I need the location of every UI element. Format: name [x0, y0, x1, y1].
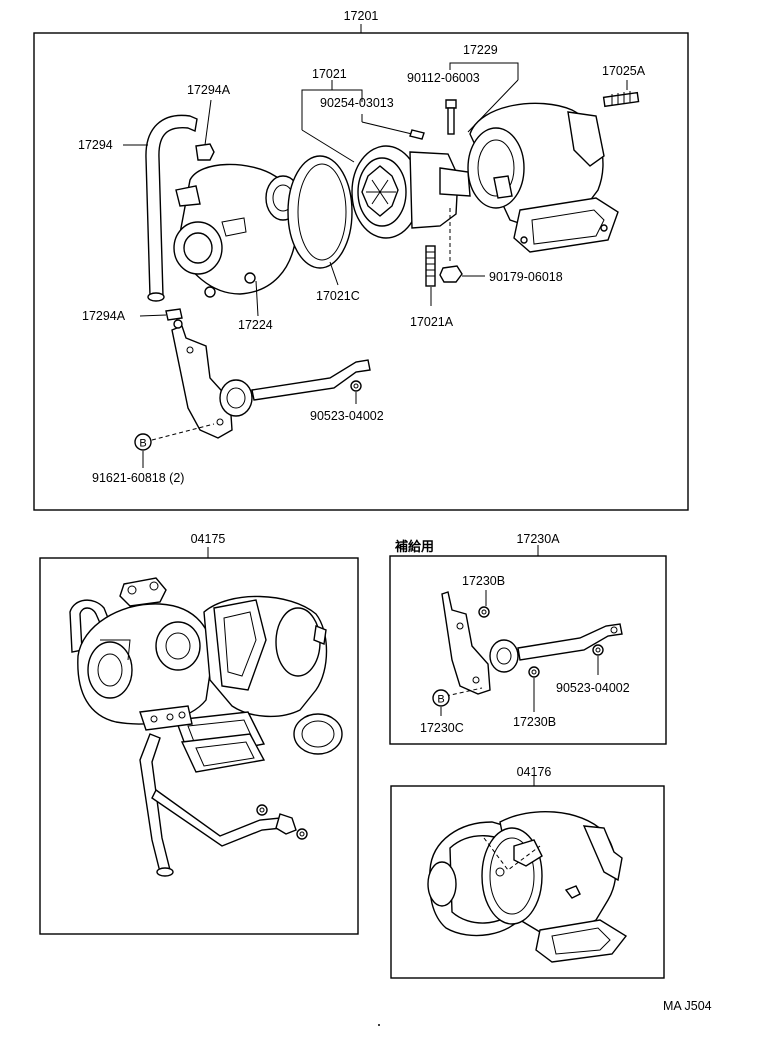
- housing-box-number: 04176: [517, 765, 552, 779]
- turbine-housing-drawing: [427, 811, 628, 963]
- label-stud: 17021A: [410, 315, 454, 329]
- pipe-clip-upper: 17294A: [187, 83, 231, 161]
- assembly-number: 17201: [344, 9, 379, 23]
- label-turbo-pipe: 17294: [78, 138, 113, 152]
- box-bolt-marker-letter: B: [437, 694, 444, 706]
- label-cartridge-pin: 90254-03013: [320, 96, 394, 110]
- stud-bolt: 17025A: [602, 64, 646, 108]
- dot-mark: [378, 1024, 380, 1026]
- actuator-box: 17230A 補給用: [389, 532, 667, 745]
- stud: 17021A: [410, 245, 454, 329]
- label-gasket: 17021C: [316, 289, 360, 303]
- cartridge: 17021 90254-03013: [301, 67, 471, 239]
- label-cartridge: 17021: [312, 67, 347, 81]
- gasket-ring: 17021C: [287, 155, 360, 303]
- label-stud-bolt: 17025A: [602, 64, 646, 78]
- label-washer-lower: 17230B: [513, 715, 556, 729]
- label-washer: 17230B: [462, 574, 505, 588]
- main-assembly-box: 17201: [33, 9, 689, 511]
- housing-box: 04176: [390, 765, 665, 979]
- bolt-marker-letter: B: [139, 438, 146, 450]
- label-actuator-clip: 90523-04002: [310, 409, 384, 423]
- label-box-clip: 90523-04002: [556, 681, 630, 695]
- turbo-pipe: 17294: [78, 114, 198, 302]
- actuator-clip: 90523-04002: [310, 380, 384, 423]
- label-pipe-clip-upper: 17294A: [187, 83, 231, 97]
- label-nut: 90179-06018: [489, 270, 563, 284]
- wastegate-actuator: [151, 319, 371, 441]
- label-compressor-housing: 17224: [238, 318, 273, 332]
- assembly-box: 04175: [39, 532, 359, 935]
- label-actuator-bolt: 91621-60818 (2): [92, 471, 184, 485]
- bolt-marker-main: B 91621-60818 (2): [92, 433, 184, 485]
- turbine-housing-group: 17229 90112-06003: [407, 43, 619, 253]
- footer-code: MA J504: [663, 999, 712, 1013]
- actuator-box-number: 17230A: [516, 532, 560, 546]
- assembly-box-number: 04175: [191, 532, 226, 546]
- pipe-clip-lower: 17294A: [82, 308, 183, 323]
- compressor-housing: 17224: [173, 163, 301, 332]
- actuator-drawing: 17230B 90523-04002 17230B B 17230C: [420, 574, 630, 735]
- label-turbine-housing-group: 17229: [463, 43, 498, 57]
- label-pipe-clip-lower: 17294A: [82, 309, 126, 323]
- label-turbine-bolt: 90112-06003: [407, 71, 480, 85]
- nut: 90179-06018: [439, 208, 563, 284]
- actuator-box-note: 補給用: [394, 539, 434, 554]
- label-box-bolt: 17230C: [420, 721, 464, 735]
- complete-turbocharger-drawing: [69, 577, 343, 877]
